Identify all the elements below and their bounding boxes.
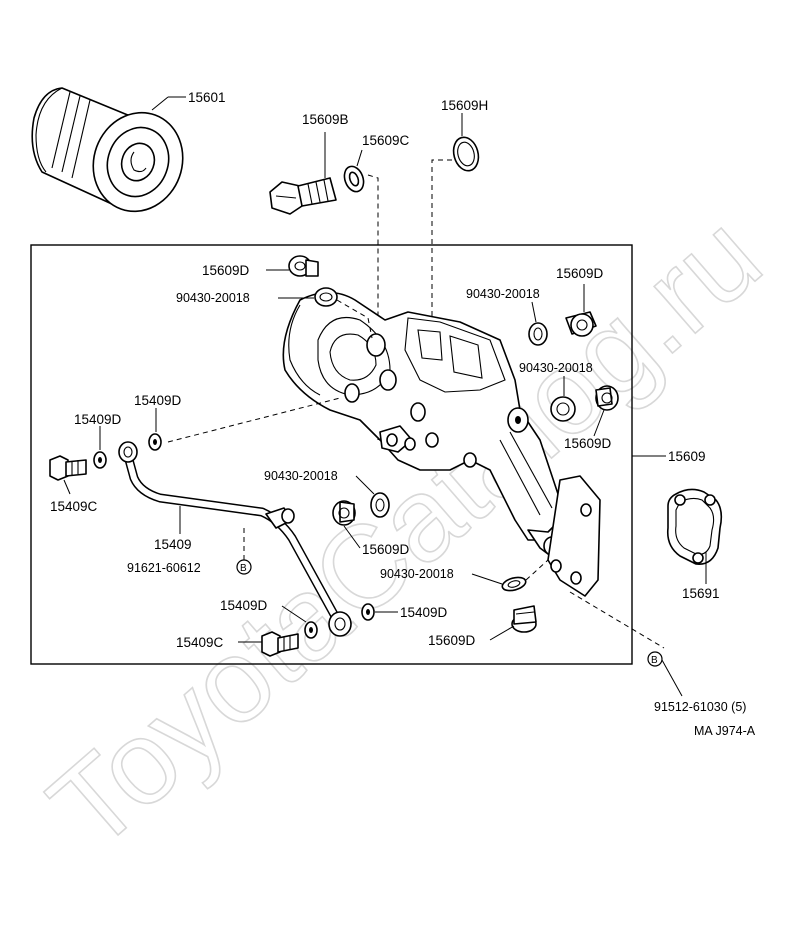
label-15409d-lower-right: 15409D <box>400 605 448 620</box>
o-ring-icon <box>452 136 480 172</box>
gasket-icon <box>304 621 318 639</box>
gasket-icon <box>370 492 390 518</box>
label-15609d-mid-right: 15609D <box>564 436 612 451</box>
oil-filter-icon <box>31 87 184 213</box>
plug-icon <box>332 500 356 526</box>
label-15691: 15691 <box>682 586 720 601</box>
oil-filter-bracket-icon <box>282 291 601 597</box>
plug-icon <box>288 255 319 277</box>
gasket-icon <box>501 576 527 592</box>
label-15609d-top-left: 15609D <box>202 263 250 278</box>
label-90430-top-right: 90430-20018 <box>466 287 540 301</box>
plug-icon <box>511 605 537 633</box>
label-15409d-lower-left: 15409D <box>220 598 268 613</box>
label-15609d-top-right: 15609D <box>556 266 604 281</box>
label-91512: 91512-61030 (5) <box>654 700 746 714</box>
gasket-icon <box>343 165 365 193</box>
assembly-frame <box>30 244 633 665</box>
gasket-icon <box>361 603 375 621</box>
label-90430-lower: 90430-20018 <box>380 567 454 581</box>
label-15609h: 15609H <box>441 98 488 113</box>
gasket-icon <box>93 451 107 469</box>
ref-code: MA J974-A <box>694 724 756 738</box>
ref-marker-b-icon <box>647 651 663 667</box>
ref-marker-b: B <box>240 563 247 574</box>
bracket-gasket-icon <box>666 488 723 565</box>
plug-icon <box>565 311 597 337</box>
label-15609c: 15609C <box>362 133 410 148</box>
label-15609: 15609 <box>668 449 706 464</box>
label-91621: 91621-60612 <box>127 561 201 575</box>
label-90430-top-left: 90430-20018 <box>176 291 250 305</box>
label-90430-mid-right: 90430-20018 <box>519 361 593 375</box>
oil-pipe-icon <box>118 441 352 637</box>
label-15601: 15601 <box>188 90 226 105</box>
union-bolt-icon <box>269 177 337 215</box>
label-15409c-left: 15409C <box>50 499 98 514</box>
gasket-icon <box>550 396 576 422</box>
bolt-icon <box>261 631 299 657</box>
gasket-icon <box>148 433 162 451</box>
ref-marker-b-icon <box>236 559 252 575</box>
plug-icon <box>595 385 619 411</box>
label-15609d-center: 15609D <box>362 542 410 557</box>
label-15409c-lower: 15409C <box>176 635 224 650</box>
label-15409d-upper: 15409D <box>134 393 182 408</box>
label-15609b: 15609B <box>302 112 349 127</box>
label-15409d-left: 15409D <box>74 412 122 427</box>
ref-marker-b-2: B <box>651 655 658 666</box>
gasket-icon <box>314 287 338 307</box>
bolt-icon <box>49 455 87 481</box>
label-15409: 15409 <box>154 537 192 552</box>
label-90430-center: 90430-20018 <box>264 469 338 483</box>
label-15609d-lower: 15609D <box>428 633 476 648</box>
gasket-icon <box>528 322 548 346</box>
